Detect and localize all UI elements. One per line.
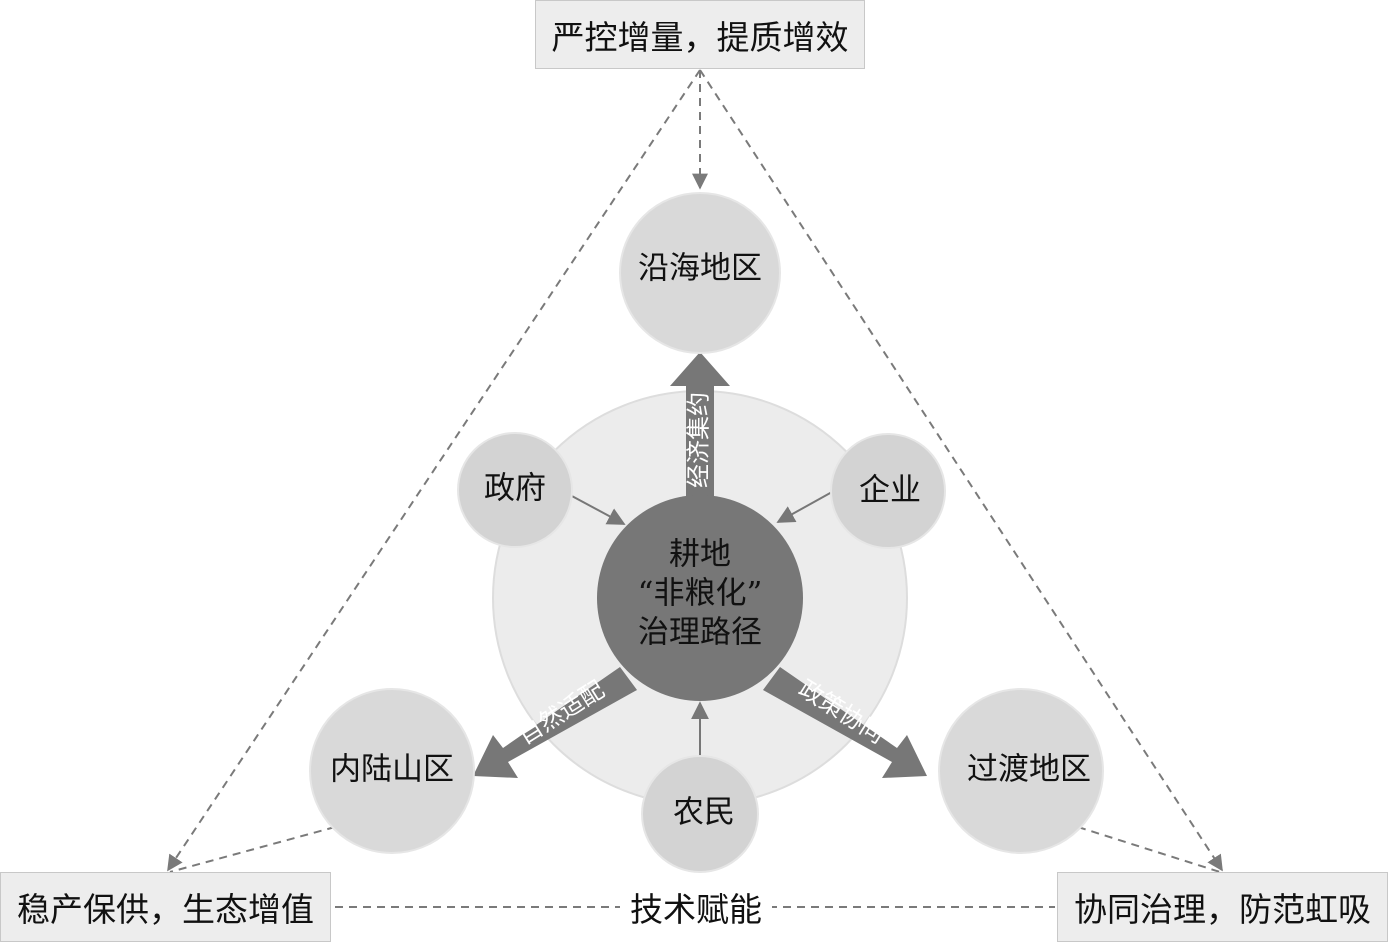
actor-label-farmer: 农民 [673,795,735,831]
dashed-edge-right [699,69,1223,872]
goal-box-top: 严控增量，提质增效 [535,0,865,69]
arrow-natural [473,667,637,778]
dashed-edge-left [167,69,701,872]
actor-circle-enterprise [830,433,946,549]
actor-circle-farmer [641,755,759,873]
region-label-coastal: 沿海地区 [638,251,762,287]
actor-circle-government [457,432,573,548]
actor-arrow-government [569,494,626,525]
region-circle-inland [309,688,475,854]
goal-box-bottom-right: 协同治理，防范虹吸 [1057,872,1388,942]
enabler-label: 技术赋能 [620,883,772,931]
core-line-1: 耕地 [669,537,731,573]
core-line-2: “非粮化” [638,576,763,612]
dashed-link-transition-goal [1077,826,1221,873]
region-label-transition: 过渡地区 [967,752,1091,788]
region-circle-transition [938,688,1104,854]
dashed-link-inland-goal [169,826,336,873]
actor-label-enterprise: 企业 [859,473,921,509]
region-circle-coastal [619,192,781,354]
core-line-3: 治理路径 [638,615,762,651]
path-label-economic: 经济集约 [685,392,713,488]
actor-label-government: 政府 [484,471,546,507]
region-label-inland: 内陆山区 [330,752,454,788]
actor-arrow-enterprise [776,491,833,523]
goal-box-bottom-left: 稳产保供，生态增值 [0,872,331,942]
arrow-economic [670,352,730,525]
arrow-policy [763,667,927,778]
core-circle [597,495,803,701]
